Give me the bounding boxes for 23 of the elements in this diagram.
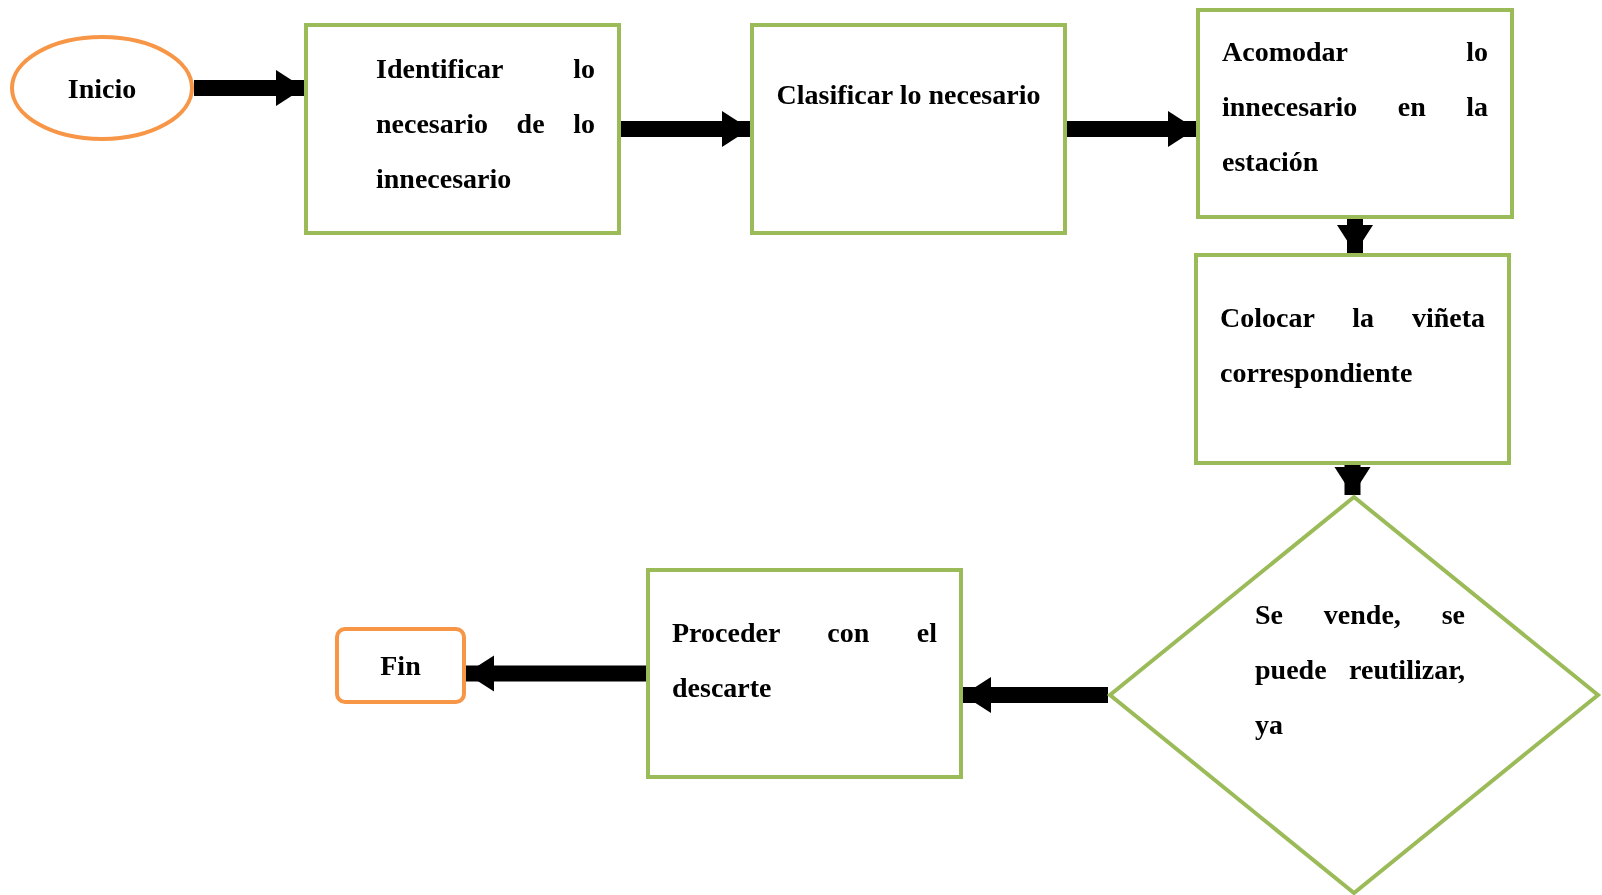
block-arrow [1337,219,1373,253]
process-box [304,23,621,235]
process-box [1196,8,1514,219]
process-box [646,568,963,779]
block-arrow [466,655,646,692]
node-label: Se vende, se puede reutilizar, ya [1255,598,1465,742]
block-arrow [1334,465,1371,495]
node-label: Inicio [67,71,137,106]
process-box [1194,253,1511,465]
node-label: Identificar lo necesario de lo innecesario [376,52,595,196]
node-label: Proceder con el descarte [672,616,937,705]
node-label: Acomodar lo innecesario en la estación [1222,35,1488,179]
node-label: Fin [380,649,421,683]
block-arrow [963,677,1108,713]
process-box [750,23,1067,235]
start-ellipse [10,35,194,141]
block-arrow [1067,111,1196,147]
node-label: Clasificar lo necesario [776,78,1041,112]
block-arrow [621,111,750,147]
block-arrow [194,70,304,106]
decision-diamond [1108,495,1600,895]
end-terminal [335,627,466,704]
node-label: Colocar la viñeta correspondiente [1220,301,1485,390]
